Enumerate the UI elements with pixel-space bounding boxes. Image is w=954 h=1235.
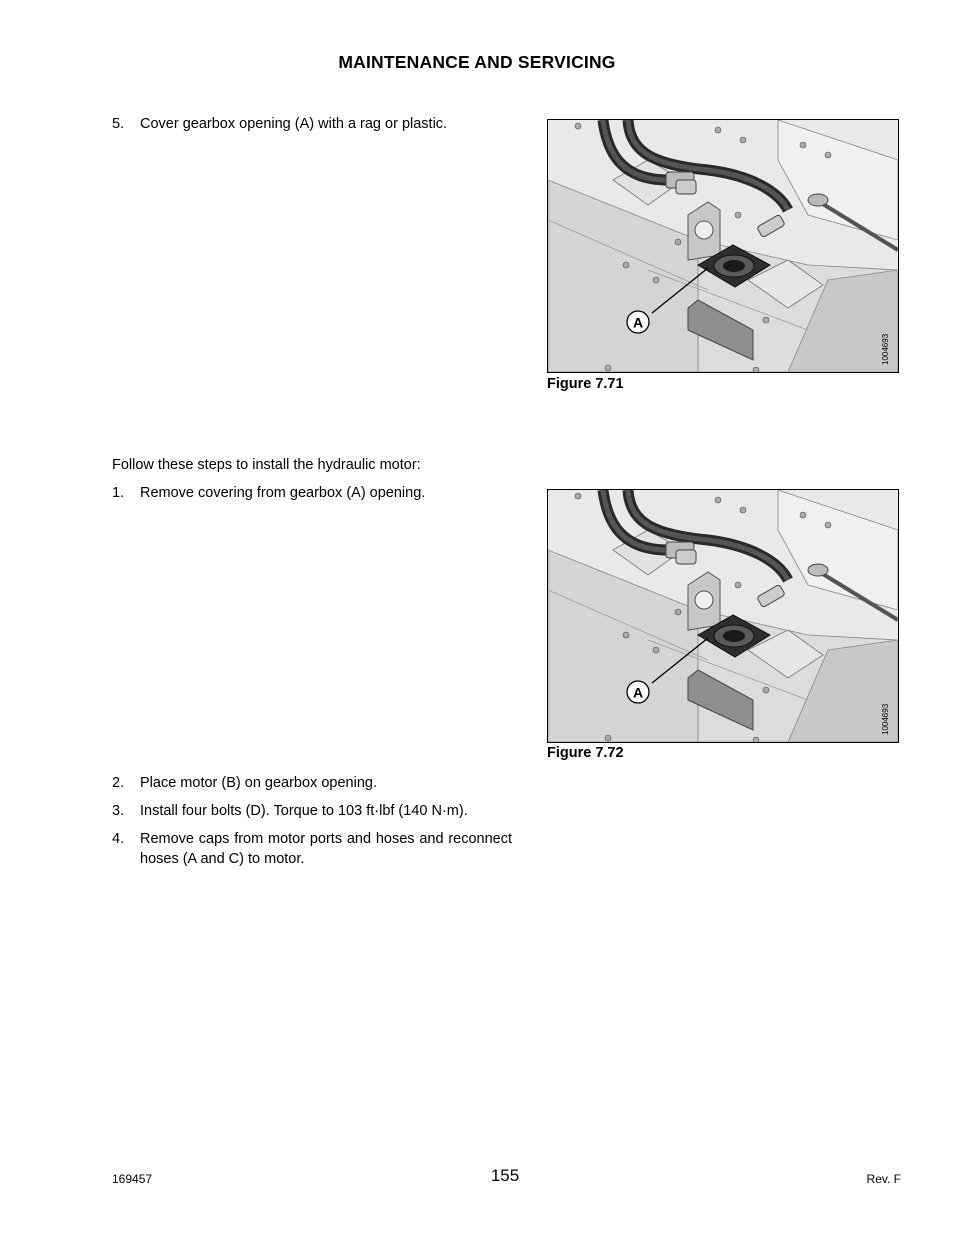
- step-text: Remove covering from gearbox (A) opening…: [140, 485, 426, 501]
- step-4: 4. Remove caps from motor ports and hose…: [112, 830, 512, 869]
- step-1: 1. Remove covering from gearbox (A) open…: [112, 484, 512, 504]
- figure-7-71-illustration: A 1004693: [547, 119, 899, 373]
- step-number: 3.: [112, 803, 125, 819]
- step-2: 2. Place motor (B) on gearbox opening.: [112, 774, 512, 794]
- footer-revision: Rev. F: [866, 1172, 901, 1186]
- step-text: Place motor (B) on gearbox opening.: [140, 775, 377, 791]
- figure-image-id: 1004693: [881, 333, 890, 365]
- figure-caption: Figure 7.72: [547, 745, 624, 761]
- figure-caption: Figure 7.71: [547, 376, 624, 392]
- figure-7-72-illustration: A 1004693: [547, 489, 899, 743]
- step-number: 2.: [112, 775, 125, 791]
- procedure-intro: Follow these steps to install the hydrau…: [112, 457, 421, 473]
- callout-a-label: A: [633, 685, 643, 701]
- step-3: 3. Install four bolts (D). Torque to 103…: [112, 802, 512, 822]
- figure-image-id: 1004693: [881, 703, 890, 735]
- footer-document-number: 169457: [112, 1172, 153, 1186]
- step-number: 1.: [112, 485, 125, 501]
- callout-a-label: A: [633, 315, 643, 331]
- page-header-title: MAINTENANCE AND SERVICING: [338, 52, 616, 72]
- step-text: Install four bolts (D). Torque to 103 ft…: [140, 803, 468, 819]
- step-number: 4.: [112, 831, 125, 847]
- step-5: 5. Cover gearbox opening (A) with a rag …: [112, 115, 512, 135]
- footer-page-number: 155: [490, 1166, 520, 1185]
- step-text: Remove caps from motor ports and hoses a…: [140, 831, 512, 867]
- step-number: 5.: [112, 116, 125, 132]
- step-text: Cover gearbox opening (A) with a rag or …: [140, 116, 448, 132]
